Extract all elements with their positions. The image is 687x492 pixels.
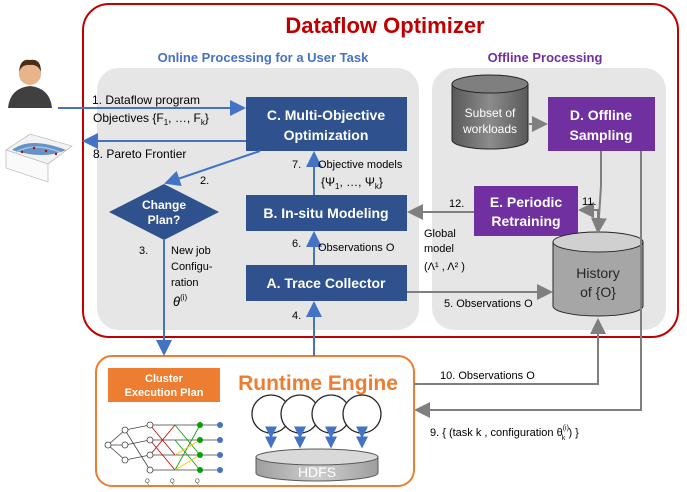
in-situ-modeling-box[interactable] [246, 195, 407, 231]
step11-label: 11. [582, 196, 596, 208]
online-section-title: Online Processing for a User Task [158, 50, 369, 65]
user-icon [8, 59, 52, 108]
offline-sampling-line1: D. Offline [570, 107, 632, 123]
cluster-execution-plan-badge [108, 368, 220, 402]
periodic-retraining-box[interactable] [474, 186, 578, 236]
offline-section-title: Offline Processing [488, 50, 603, 65]
observations-o-label: Observations O [318, 242, 395, 254]
in-situ-modeling-label: B. In-situ Modeling [263, 205, 388, 221]
newjob-line1: New job [171, 245, 211, 257]
multi-objective-optimization-box[interactable] [246, 97, 407, 151]
newjob-line3: ration [171, 277, 199, 289]
arrow-runtime-to-history [414, 318, 606, 385]
hdfs-label: HDFS [298, 464, 336, 480]
step2-label: 2. [200, 175, 209, 187]
step12-label: 12. [449, 198, 464, 210]
cluster-op-q2: Q [170, 479, 175, 485]
step9-label: 9. { (task k , configuration θ(i)k ) } [430, 425, 579, 442]
cluster-line1: Cluster [145, 373, 184, 385]
subset-workloads-line1: Subset of [465, 106, 516, 120]
trace-collector-box[interactable] [246, 265, 407, 301]
change-plan-line1: Change [142, 198, 186, 212]
objective-models-label: Objective models [318, 159, 403, 171]
multi-objective-line2: Optimization [284, 127, 369, 143]
optimizer-frame [82, 3, 679, 338]
global-model-line3: (Λ¹ , Λ² ) [424, 261, 465, 273]
step4-label: 4. [292, 310, 301, 322]
global-model-line2: model [424, 243, 454, 255]
global-model-line1: Global [424, 228, 456, 240]
step10-label: 10. Observations O [440, 370, 535, 382]
history-line2: of {O} [580, 284, 616, 300]
step8-label: 8. Pareto Frontier [93, 147, 186, 161]
cluster-line2: Execution Plan [125, 387, 204, 399]
change-plan-decision[interactable] [109, 184, 219, 240]
subset-workloads-line2: workloads [462, 122, 517, 136]
step6-label: 6. [292, 238, 301, 250]
offline-sampling-box[interactable] [548, 97, 655, 151]
objectives-label: Objectives {F1, …, Fk} [93, 111, 209, 127]
step5-label: 5. Observations O [444, 298, 533, 310]
cluster-plan-icon: Q Q Q [104, 421, 223, 485]
node-icon [251, 394, 382, 434]
trace-collector-label: A. Trace Collector [266, 275, 386, 291]
arrow-optimizer-to-decision [164, 150, 261, 187]
cluster-op-q3: Q [195, 479, 200, 485]
psi-set-label: {Ψ1, …, Ψk} [321, 175, 383, 191]
theta-i-label: θ(i) [173, 293, 188, 309]
hdfs-store [255, 448, 379, 482]
newjob-line2: Configu- [171, 261, 213, 273]
step3-label: 3. [139, 245, 148, 257]
offline-sampling-line2: Sampling [569, 127, 632, 143]
runtime-engine-title: Runtime Engine [238, 372, 398, 395]
periodic-retraining-line1: E. Periodic [490, 194, 563, 210]
history-store [552, 231, 644, 317]
database-icon [451, 74, 529, 150]
arrow-sampling-to-runtime [414, 151, 642, 418]
diagram-title: Dataflow Optimizer [285, 13, 485, 38]
step1-label: 1. Dataflow program [92, 93, 200, 107]
change-plan-line2: Plan? [148, 213, 181, 227]
step7-label: 7. [292, 159, 301, 171]
pareto-plot-icon [5, 133, 73, 183]
runtime-engine-frame [95, 355, 415, 487]
arrow-history-to-retraining [578, 202, 599, 232]
history-line1: History [576, 265, 620, 281]
multi-objective-line1: C. Multi-Objective [267, 107, 385, 123]
cluster-op-q1: Q [145, 479, 150, 485]
periodic-retraining-line2: Retraining [491, 213, 560, 229]
